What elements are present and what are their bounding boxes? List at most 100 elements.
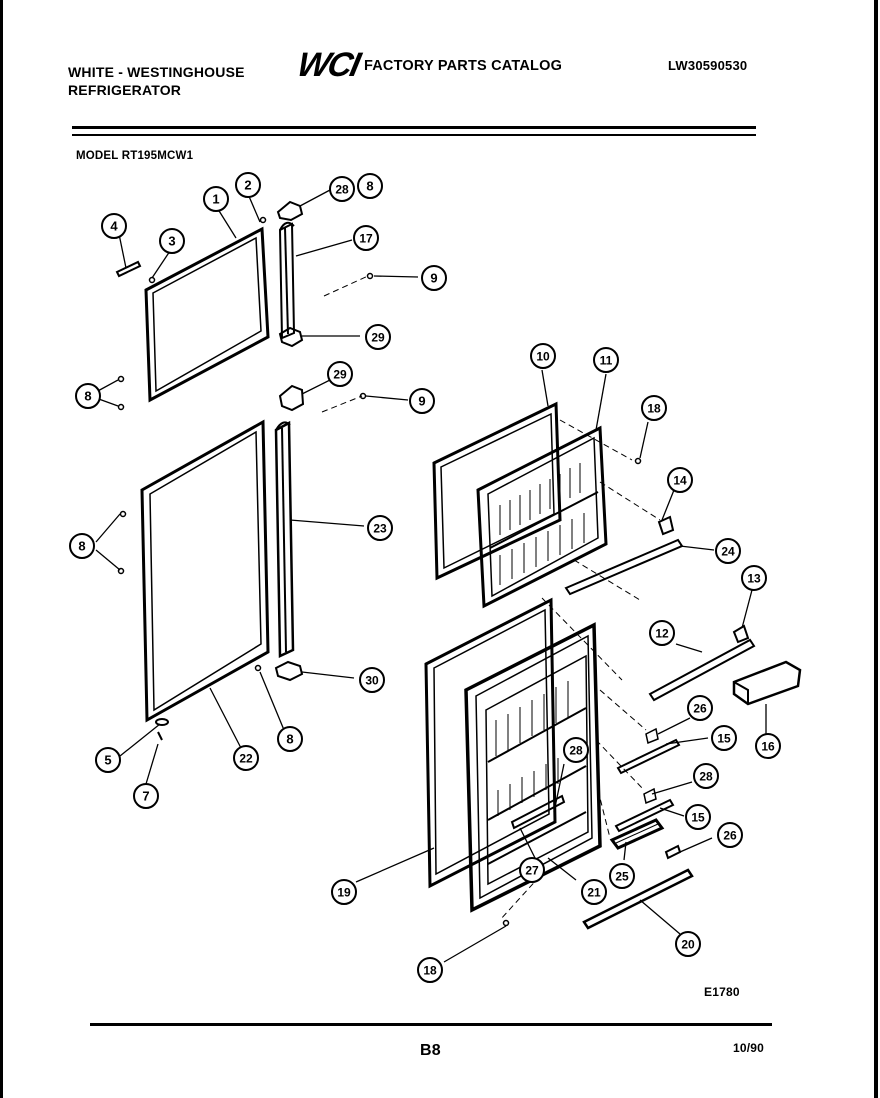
callout-8: 8 (357, 173, 383, 199)
part-21-food-door-liner (464, 622, 602, 913)
callout-29: 29 (327, 361, 353, 387)
part-25-grille (609, 818, 665, 850)
callout-number: 27 (525, 864, 539, 878)
callout-30: 30 (359, 667, 385, 693)
callout-circle (159, 228, 185, 254)
callout-circle (329, 176, 355, 202)
part-23-lower-channel (274, 420, 295, 658)
callout-circle (741, 565, 767, 591)
callout-number: 12 (655, 627, 669, 641)
callout-number: 22 (239, 752, 253, 766)
callout-circle (331, 879, 357, 905)
callout-3: 3 (159, 228, 185, 254)
callout-28: 28 (693, 763, 719, 789)
callout-10: 10 (530, 343, 556, 369)
callout-number: 26 (693, 702, 707, 716)
part-1-freezer-door-gasket (144, 226, 270, 403)
part-16-dairy-cover (732, 660, 802, 706)
assembly-guide-lines (321, 275, 661, 921)
callout-circle (277, 726, 303, 752)
callout-circle (581, 879, 607, 905)
callout-circle (519, 857, 545, 883)
callout-number: 28 (569, 744, 583, 758)
callout-number: 17 (359, 232, 373, 246)
part-28-door-rod (510, 794, 566, 830)
part-30-hinge-cap-lower (274, 326, 304, 682)
callout-circle (203, 186, 229, 212)
callout-number: 14 (673, 474, 687, 488)
callout-11: 11 (593, 347, 619, 373)
callout-circle (69, 533, 95, 559)
callout-22: 22 (233, 745, 259, 771)
callout-number: 30 (365, 674, 379, 688)
callout-number: 9 (430, 271, 437, 286)
callout-18: 18 (641, 395, 667, 421)
callout-circle (715, 538, 741, 564)
callout-number: 29 (371, 331, 385, 345)
part-5-7-hinge-pin (155, 718, 169, 741)
callout-circle (530, 343, 556, 369)
callout-circle (755, 733, 781, 759)
callout-8: 8 (69, 533, 95, 559)
page-border-right (874, 0, 878, 1098)
callout-20: 20 (675, 931, 701, 957)
callout-2: 2 (235, 172, 261, 198)
model-number: MODEL RT195MCW1 (76, 150, 194, 162)
callout-circle (75, 383, 101, 409)
footer-rule (90, 1023, 772, 1026)
callout-circle (609, 863, 635, 889)
part-10-freezer-inner-panel (432, 401, 562, 581)
callout-number: 10 (536, 350, 550, 364)
callout-number: 8 (78, 539, 85, 554)
callout-4: 4 (101, 213, 127, 239)
callout-18: 18 (417, 957, 443, 983)
callout-number: 19 (337, 886, 351, 900)
callout-number: 25 (615, 870, 629, 884)
callout-circle (717, 822, 743, 848)
callout-circle (233, 745, 259, 771)
callout-number: 7 (142, 789, 149, 804)
callout-14: 14 (667, 467, 693, 493)
callout-number: 1 (212, 192, 219, 207)
header-rule-top (72, 126, 756, 129)
callout-circle (417, 957, 443, 983)
callout-circle (327, 361, 353, 387)
callout-29: 29 (365, 324, 391, 350)
callout-circle (95, 747, 121, 773)
callout-leaders (95, 189, 767, 963)
callout-circle (641, 395, 667, 421)
part-26-clip (664, 844, 682, 860)
part-29-hinge-cap-upper (276, 200, 305, 412)
callout-circle (365, 324, 391, 350)
callout-28: 28 (329, 176, 355, 202)
callout-circle (101, 213, 127, 239)
callout-number: 24 (721, 545, 735, 559)
callout-circle (359, 667, 385, 693)
callout-9: 9 (409, 388, 435, 414)
callout-number: 15 (691, 811, 705, 825)
header-rule-bottom (72, 134, 756, 136)
callout-number: 8 (286, 732, 293, 747)
callout-number: 5 (104, 753, 111, 768)
catalog-date: 10/90 (733, 1041, 765, 1055)
part-17-upper-channel (278, 221, 296, 340)
callout-number: 4 (110, 219, 118, 234)
callout-number: 9 (418, 394, 425, 409)
callout-number: 20 (681, 938, 695, 952)
part-20-bottom-bar (582, 868, 694, 930)
callout-number: 18 (423, 964, 437, 978)
callout-circle (563, 737, 589, 763)
callout-number: 29 (333, 368, 347, 382)
callout-circle (693, 763, 719, 789)
callout-13: 13 (741, 565, 767, 591)
callout-28: 28 (563, 737, 589, 763)
callout-number: 26 (723, 829, 737, 843)
callout-17: 17 (353, 225, 379, 251)
callout-number: 8 (366, 179, 373, 194)
callout-number: 13 (747, 572, 761, 586)
callout-circle (593, 347, 619, 373)
part-11-freezer-door-liner (476, 425, 608, 609)
callout-27: 27 (519, 857, 545, 883)
